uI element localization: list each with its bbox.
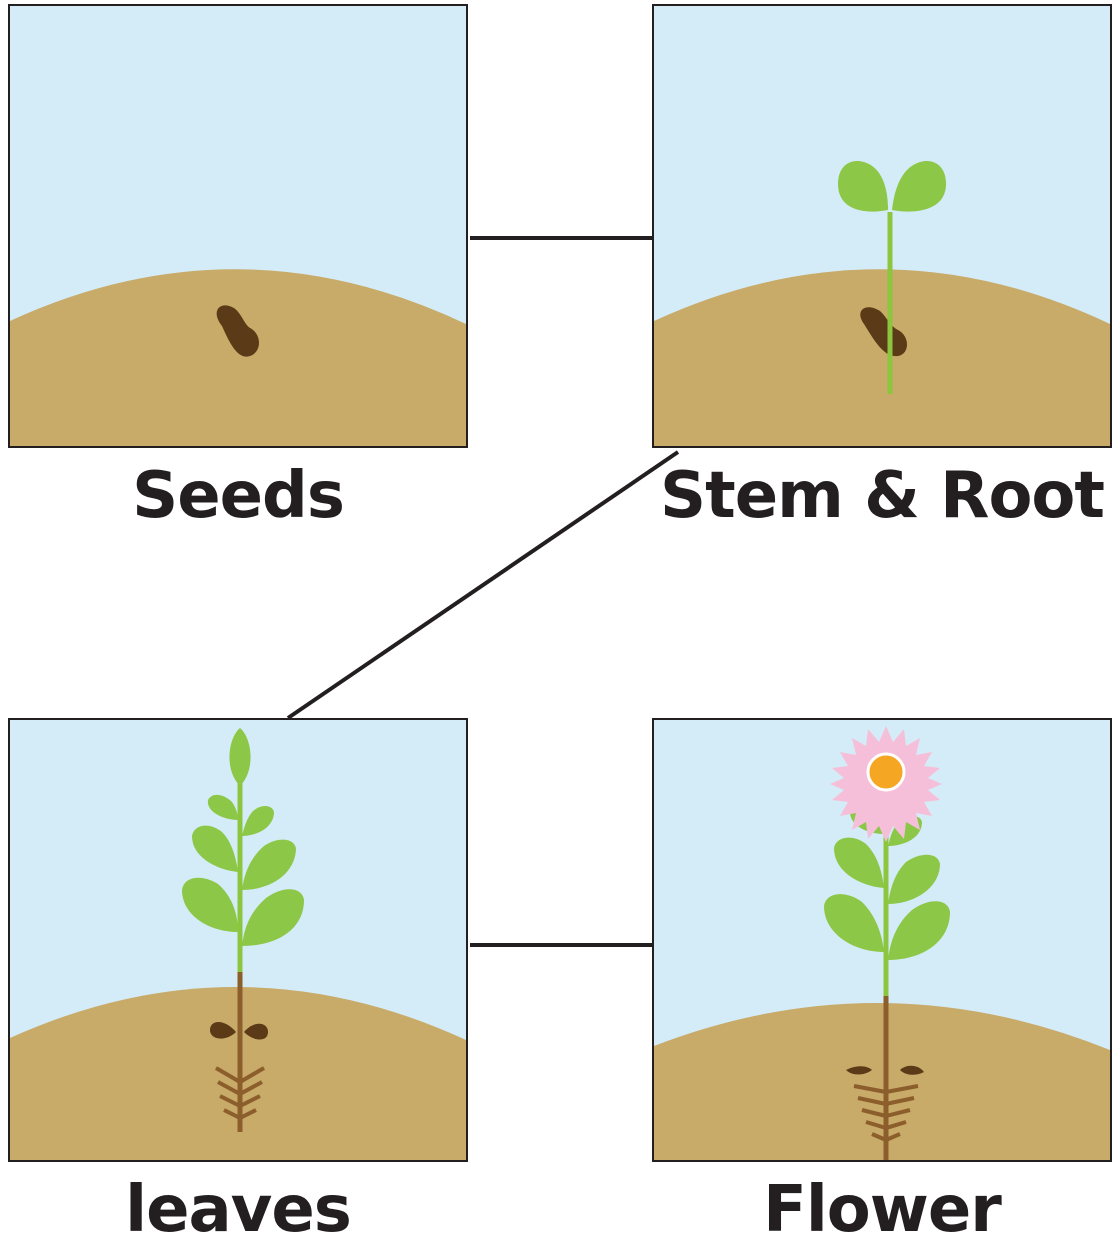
stage-label-flower: Flower <box>652 1178 1112 1242</box>
stage-label-leaves: leaves <box>8 1178 468 1242</box>
panel-stem-root <box>652 4 1112 448</box>
stage-label-seeds: Seeds <box>8 464 468 528</box>
panel-leaves <box>8 718 468 1162</box>
flower-center <box>868 754 904 790</box>
panel-flower <box>652 718 1112 1162</box>
stage-label-stem-root: Stem & Root <box>652 464 1112 528</box>
panel-seeds <box>8 4 468 448</box>
